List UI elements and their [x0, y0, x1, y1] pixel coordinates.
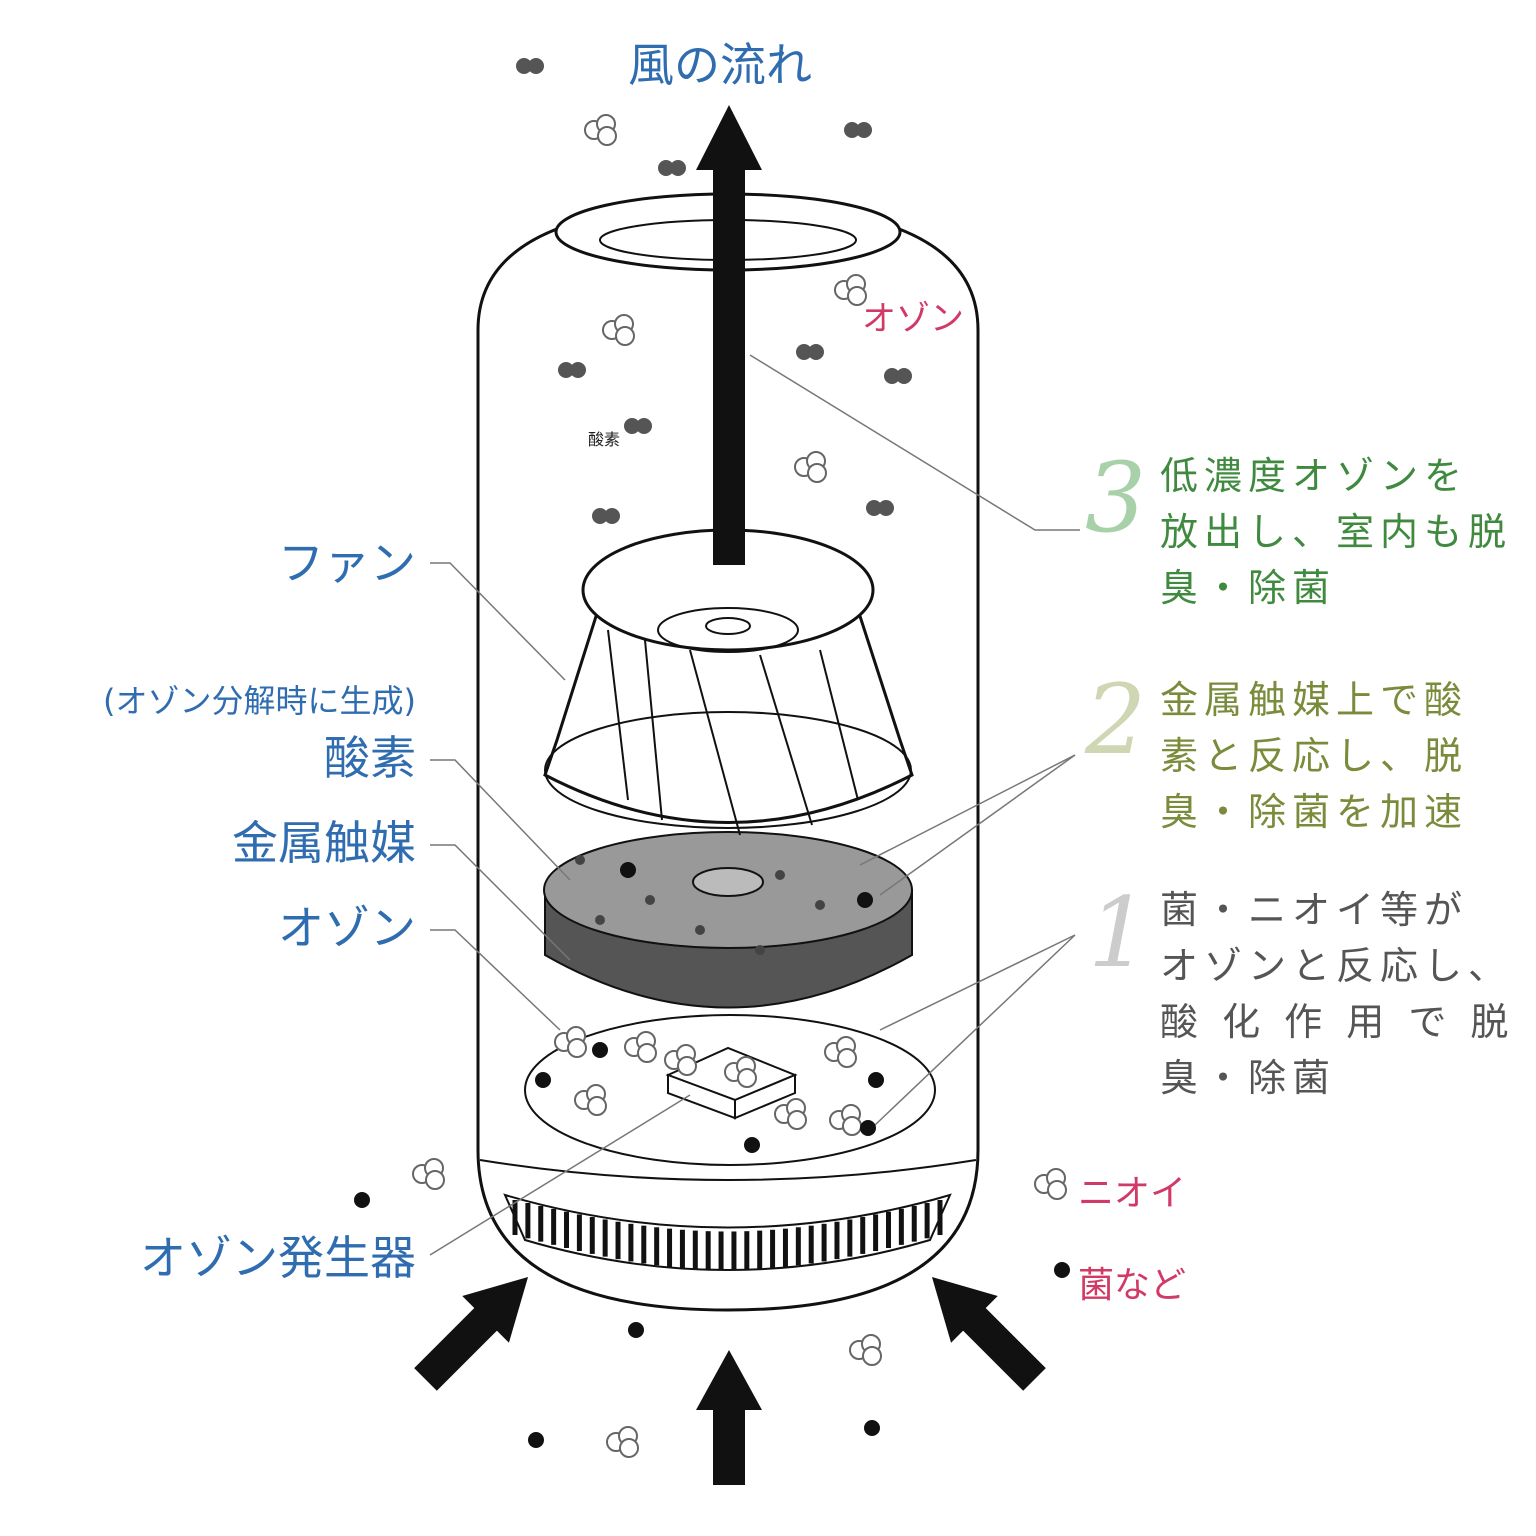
oxygen-small-label: 酸素: [588, 430, 621, 449]
step-2-line-2: 素と反応し、脱: [1160, 734, 1469, 778]
bacteria-particle: [535, 1072, 551, 1088]
bacteria-particle: [620, 862, 636, 878]
bacteria-particle: [857, 892, 873, 908]
bacteria-particle: [628, 1322, 644, 1338]
ozone-particle: [849, 1334, 882, 1366]
airflow-title: 風の流れ: [628, 38, 812, 92]
ozone-label: オゾン: [278, 901, 416, 955]
step-2-text: 金属触媒上で酸 素と反応し、脱 臭・除菌を加速: [1160, 672, 1468, 840]
ozone-particle: [606, 1426, 639, 1458]
bacteria-particle: [860, 1120, 876, 1136]
catalyst-dot: [695, 925, 705, 935]
step-3-number: 3: [1085, 442, 1147, 554]
intake-arrow-left: [414, 1276, 529, 1391]
step-3-text: 低濃度オゾンを 放出し、室内も脱 臭・除菌: [1160, 448, 1512, 616]
oxygen-note-label: (オゾン分解時に生成): [103, 682, 416, 720]
fan: [543, 528, 914, 836]
intake-arrow-bottom: [696, 1350, 762, 1485]
step-1-line-3: 酸 化 作 用 で 脱: [1160, 1000, 1515, 1044]
oxygen-molecule: [844, 122, 872, 138]
body-band: [479, 1159, 977, 1181]
step-1-line-1: 菌・ニオイ等が: [1160, 888, 1469, 932]
bacteria-particle: [1054, 1262, 1070, 1278]
oxygen-molecule: [516, 58, 544, 74]
leader-lines: [429, 354, 1080, 1256]
step-2-line-1: 金属触媒上で酸: [1160, 678, 1469, 722]
catalyst-dot: [775, 870, 785, 880]
bacteria-particle: [864, 1420, 880, 1436]
step-3-line-3: 臭・除菌: [1160, 566, 1337, 610]
step-3-line-2: 放出し、室内も脱: [1160, 510, 1513, 554]
catalyst-dot: [755, 945, 765, 955]
bacteria-particle: [868, 1072, 884, 1088]
step-2-number: 2: [1085, 664, 1147, 776]
airflow-arrow-up: [696, 105, 762, 565]
ozone-particle: [412, 1158, 445, 1190]
bacteria-particle: [592, 1042, 608, 1058]
step-1-line-4: 臭・除菌: [1160, 1056, 1337, 1100]
ozone-particle: [584, 114, 617, 146]
step-1-line-2: オゾンと反応し、: [1160, 944, 1513, 988]
ozone-top-label: オゾン: [862, 299, 964, 339]
catalyst-dot: [575, 855, 585, 865]
step-1-number: 1: [1088, 877, 1150, 989]
bacteria-particle: [354, 1192, 370, 1208]
intake-arrow-right: [931, 1276, 1046, 1391]
ozone-particle: [1034, 1168, 1067, 1200]
catalyst-dot: [815, 900, 825, 910]
odor-label: ニオイ: [1078, 1173, 1187, 1214]
catalyst-disc: [543, 831, 913, 1009]
fan-label: ファン: [278, 536, 416, 590]
catalyst-dot: [645, 895, 655, 905]
step-1-text: 菌・ニオイ等が オゾンと反応し、 酸 化 作 用 で 脱 臭・除菌: [1160, 882, 1514, 1106]
bacteria-label: 菌など: [1078, 1265, 1187, 1306]
bottom-grille: [503, 1193, 952, 1271]
oxygen-label: 酸素: [324, 731, 416, 785]
oxygen-molecule: [658, 160, 686, 176]
step-2-line-3: 臭・除菌を加速: [1160, 790, 1469, 834]
generator-label: オゾン発生器: [140, 1231, 416, 1285]
bacteria-particle: [744, 1137, 760, 1153]
catalyst-label: 金属触媒: [232, 816, 416, 870]
catalyst-dot: [595, 915, 605, 925]
step-3-line-1: 低濃度オゾンを: [1160, 454, 1469, 498]
bacteria-particle: [528, 1432, 544, 1448]
